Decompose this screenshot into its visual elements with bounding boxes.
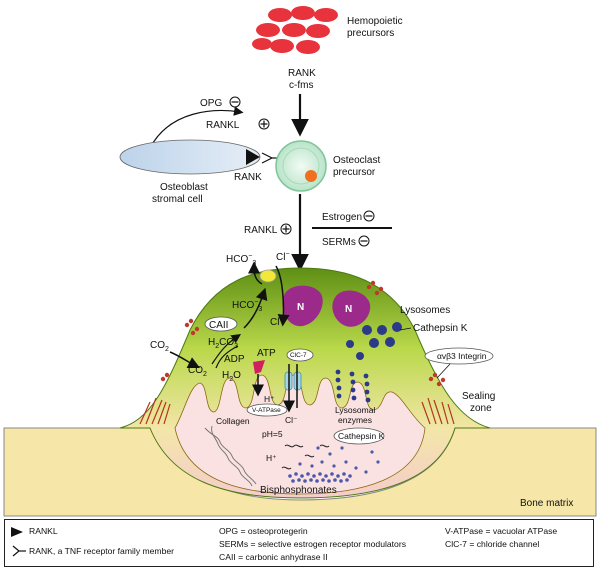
bone-matrix-label: Bone matrix	[520, 498, 573, 509]
h-plus-1-label: H⁺	[264, 394, 275, 404]
opg-curve-arrow	[149, 106, 244, 149]
precursor-nucleus	[305, 170, 317, 182]
caii-label: CAII	[209, 320, 228, 331]
cl-low-label: Cl⁻	[285, 415, 298, 425]
hco3-top-label: HCO−3	[226, 253, 256, 267]
co2-out-label: CO2	[150, 340, 169, 353]
rankl-mid-label: RANKL	[244, 225, 278, 236]
cl-mid-label: Cl−	[270, 316, 284, 328]
anion-exchanger-icon	[259, 269, 277, 283]
serms-minus-icon	[358, 235, 370, 247]
legend-rank: RANK, a TNF receptor family member	[29, 546, 175, 556]
hemopoietic-label-1: Hemopoietic	[347, 16, 403, 27]
legend-rankl: RANKL	[29, 526, 58, 536]
cfms-label: c-fms	[289, 80, 313, 91]
integrin-label: αvβ3 Integrin	[437, 351, 487, 361]
lysosome-cluster	[346, 322, 402, 360]
resorption-lacuna	[174, 374, 426, 495]
lysosomal-enzymes-label-1: Lysosomal	[335, 405, 375, 415]
rankl-top-label: RANKL	[206, 120, 240, 131]
co2-in-label: CO2	[188, 365, 207, 378]
estrogen-minus-icon	[363, 210, 375, 222]
rank-left-label: RANK	[234, 172, 262, 183]
atp-pump-icon	[253, 360, 265, 374]
ph-label: pH=5	[262, 429, 283, 439]
collagen-label: Collagen	[216, 416, 250, 426]
cathepsin-k-lower-badge	[333, 427, 385, 445]
osteoblast-label-2: stromal cell	[152, 194, 203, 205]
legend-caii: CAII = carbonic anhydrase II	[219, 552, 328, 562]
sealing-zone-label-1: Sealing	[462, 391, 495, 402]
legend-box: RANKL RANK, a TNF receptor family member…	[4, 519, 594, 567]
sealing-zone-right	[421, 397, 455, 425]
atp-label: ATP	[257, 348, 276, 359]
h-plus-2-label: H⁺	[266, 453, 277, 463]
cathepsin-k-label: Cathepsin K	[413, 323, 468, 334]
lysosomes-label: Lysosomes	[400, 305, 450, 316]
nucleus-2	[332, 290, 371, 327]
hco3-mid-label: HCO−3	[232, 299, 262, 313]
adp-label: ADP	[224, 354, 245, 365]
degradation-fragments	[281, 444, 330, 470]
h2o-label: H2O	[222, 370, 241, 383]
serms-label: SERMs	[322, 237, 356, 248]
lysosomal-enzymes-label-2: enzymes	[338, 415, 372, 425]
collagen-helix	[204, 425, 257, 487]
nucleus-1	[282, 285, 323, 327]
rank-label: RANK	[288, 68, 316, 79]
rankl-mid-plus-icon	[280, 223, 292, 235]
rankl-plus-icon	[258, 118, 270, 130]
legend-vatpase: V-ATPase = vacuolar ATPase	[445, 526, 558, 536]
vesicle-chains	[335, 369, 371, 403]
opg-label: OPG	[200, 98, 222, 109]
cl-top-label: Cl−	[276, 251, 290, 263]
rankl-ligand-icon	[246, 149, 260, 165]
sealing-zone-left	[139, 397, 171, 425]
caii-badge	[204, 316, 238, 332]
nucleus-2-label: N	[345, 304, 352, 315]
hemopoietic-cells	[252, 6, 338, 54]
opg-minus-icon	[229, 96, 241, 108]
bisphosphonate-dots	[288, 446, 380, 483]
rank-receptor-icon	[261, 152, 274, 164]
vatpase-label: V-ATPase	[252, 407, 281, 414]
diagram-canvas: Hemopoietic precursors RANK c-fms OPG RA…	[3, 6, 597, 517]
legend-cic7: ClC-7 = chloride channel	[445, 539, 540, 549]
legend-serms: SERMs = selective estrogen receptor modu…	[219, 539, 406, 549]
sealing-zone-label-2: zone	[470, 403, 492, 414]
legend-opg: OPG = osteoprotegerin	[219, 526, 308, 536]
cic7-badge	[286, 348, 314, 362]
rankl-legend-icon	[11, 527, 23, 537]
nucleus-1-label: N	[297, 302, 304, 313]
precursor-label-2: precursor	[333, 167, 376, 178]
osteoblast-cell	[119, 139, 261, 175]
rank-legend-icon	[12, 545, 26, 557]
integrin-ligand-dots	[160, 280, 446, 387]
hemopoietic-label-2: precursors	[347, 28, 394, 39]
osteoblast-label-1: Osteoblast	[160, 182, 208, 193]
bisphosphonates-label: Bisphosphonates	[260, 485, 337, 496]
cic7-label: ClC-7	[290, 352, 307, 359]
integrin-badge	[424, 347, 494, 365]
precursor-label-1: Osteoclast	[333, 155, 380, 166]
estrogen-label: Estrogen	[322, 212, 362, 223]
cathepsin-k-lower-label: Cathepsin K	[338, 431, 385, 441]
